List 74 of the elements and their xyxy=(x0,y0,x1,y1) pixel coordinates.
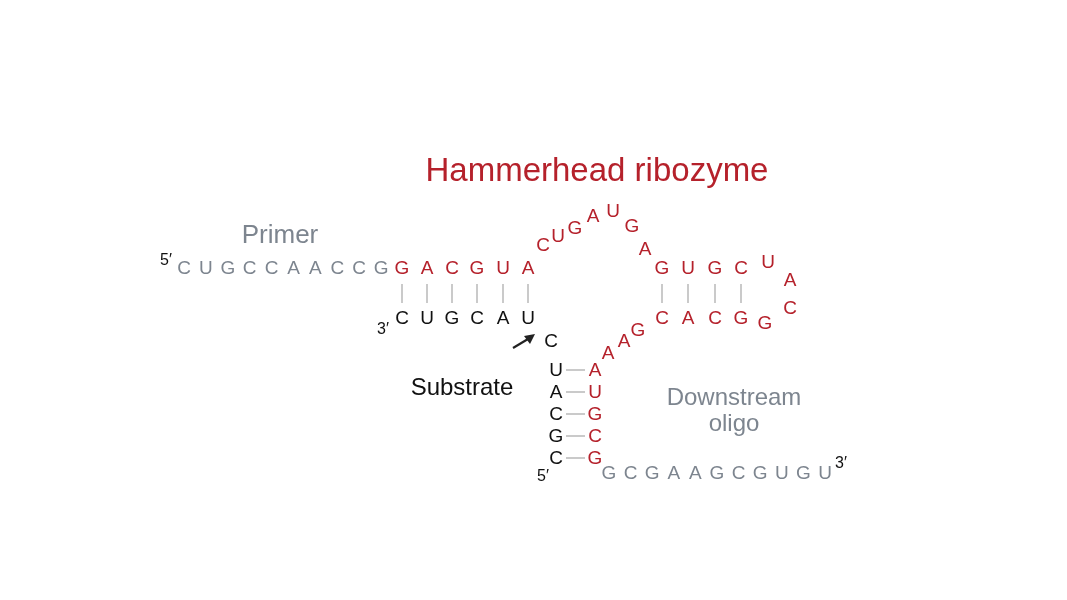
nucleotide-letter: A xyxy=(783,269,797,291)
diagram-title: Hammerhead ribozyme xyxy=(425,151,769,189)
strand-label: Substrate xyxy=(410,373,514,401)
nucleotide-letter: C xyxy=(470,307,484,329)
nucleotide-letter: A xyxy=(667,462,681,484)
nucleotide-letter: A xyxy=(287,257,300,279)
strand-end-label: 3′ xyxy=(835,454,847,472)
nucleotide-letter: G xyxy=(624,215,640,237)
nucleotide-letter: C xyxy=(544,330,558,352)
nucleotide-letter: U xyxy=(681,257,695,279)
nucleotide-letter: G xyxy=(394,257,410,279)
nucleotide-letter: U xyxy=(774,462,789,484)
strand-end-label: 5′ xyxy=(160,251,172,269)
nucleotide-letter: U xyxy=(199,257,213,279)
nucleotide-letter: A xyxy=(549,381,563,403)
nucleotide-letter: U xyxy=(521,307,535,329)
nucleotide-letter: U xyxy=(818,462,832,484)
nucleotide-letter: G xyxy=(796,462,811,484)
nucleotide-letter: U xyxy=(549,359,563,381)
nucleotide-letter: C xyxy=(588,425,602,447)
nucleotide-letter: C xyxy=(352,257,367,279)
nucleotide-letter: C xyxy=(536,234,550,256)
nucleotide-letter: G xyxy=(601,462,617,484)
nucleotide-letter: C xyxy=(623,462,638,484)
nucleotide-letter: A xyxy=(309,257,322,279)
nucleotide-letter: G xyxy=(709,462,725,484)
nucleotide-letter: C xyxy=(445,257,459,279)
strand-label: Downstream oligo xyxy=(665,383,803,437)
nucleotide-letter: G xyxy=(373,257,389,279)
nucleotide-letter: A xyxy=(681,307,695,329)
nucleotide-letter: C xyxy=(708,307,722,329)
nucleotide-letter: G xyxy=(630,319,646,340)
nucleotide-letter: G xyxy=(444,307,460,329)
nucleotide-letter: G xyxy=(587,447,603,468)
nucleotide-letter: C xyxy=(549,447,563,469)
nucleotide-letter: A xyxy=(638,238,652,260)
nucleotide-letter: G xyxy=(567,217,583,239)
nucleotide-letter: C xyxy=(734,257,748,279)
strand-end-label: 5′ xyxy=(537,467,549,485)
nucleotide-letter: C xyxy=(731,462,746,484)
nucleotide-letter: A xyxy=(521,257,535,279)
nucleotide-letter: C xyxy=(177,257,191,279)
nucleotide-letter: A xyxy=(689,462,702,484)
nucleotide-letter: G xyxy=(707,257,723,279)
nucleotide-letter: G xyxy=(220,257,236,279)
nucleotide-letter: A xyxy=(420,257,434,279)
strand-end-label: 3′ xyxy=(377,320,389,338)
nucleotide-letter: C xyxy=(395,307,409,329)
nucleotide-letter: A xyxy=(586,205,600,227)
nucleotide-letter: C xyxy=(330,257,345,279)
nucleotide-letter: A xyxy=(496,307,510,329)
nucleotide-letter: U xyxy=(588,381,602,403)
nucleotide-letter: C xyxy=(242,257,257,279)
nucleotide-letter: A xyxy=(588,359,602,381)
nucleotide-letter: C xyxy=(783,297,797,319)
nucleotide-letter: G xyxy=(757,312,773,334)
nucleotide-letter: G xyxy=(587,403,603,425)
nucleotide-letter: A xyxy=(601,342,615,363)
nucleotide-letter: C xyxy=(655,307,669,329)
nucleotide-letter: U xyxy=(551,225,565,247)
strand-label: Primer xyxy=(241,219,319,249)
nucleotide-letter: G xyxy=(654,257,670,279)
nucleotide-letter: G xyxy=(644,462,660,484)
nucleotide-letter: G xyxy=(733,307,749,329)
nucleotide-letter: U xyxy=(420,307,434,329)
nucleotide-letter: G xyxy=(469,257,485,279)
nucleotide-letter: U xyxy=(761,251,775,273)
nucleotide-letter: A xyxy=(617,330,631,352)
nucleotide-letter: U xyxy=(606,200,620,222)
nucleotide-letter: C xyxy=(549,403,563,425)
nucleotide-letter: G xyxy=(548,425,564,447)
nucleotide-letter: C xyxy=(264,257,279,279)
nucleotide-letter: U xyxy=(496,257,510,279)
nucleotide-letter: G xyxy=(752,462,768,484)
